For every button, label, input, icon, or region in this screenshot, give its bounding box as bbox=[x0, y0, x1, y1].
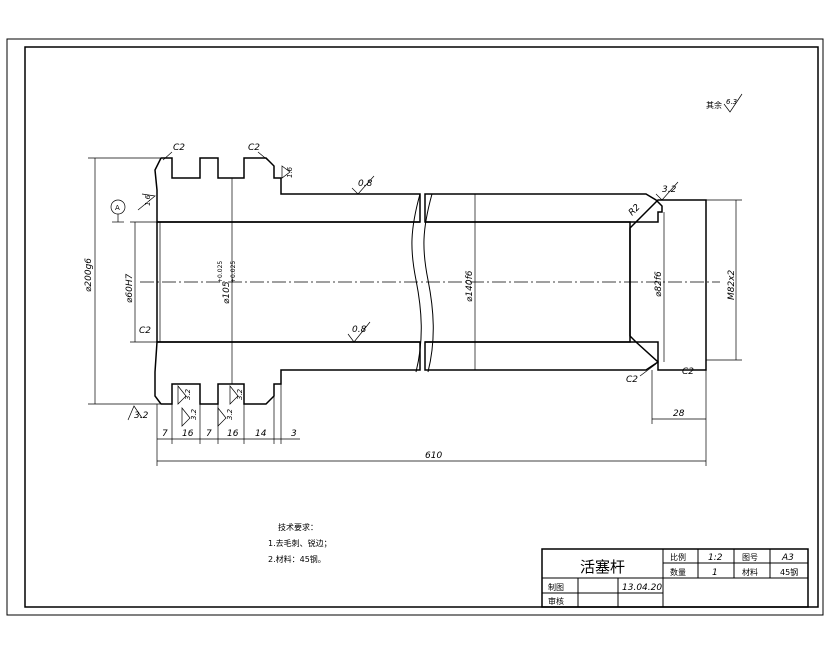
dim-seg-7b: 7 bbox=[206, 429, 212, 439]
notes-heading: 技术要求： bbox=[278, 522, 318, 532]
notes-line-2: 2.材料：45钢。 bbox=[268, 554, 326, 564]
head-section-lower bbox=[154, 341, 421, 405]
roughness-head-bottom-left: 3.2 bbox=[134, 411, 149, 421]
datum-label: A bbox=[115, 204, 120, 212]
roughness-end-top: 3.2 bbox=[662, 185, 677, 195]
roughness-rod-top: 0.8 bbox=[358, 179, 373, 189]
dim-rod-dia: ⌀140f6 bbox=[465, 270, 475, 302]
qty-label: 数量 bbox=[670, 567, 686, 577]
roughness-head-left: 1.6 bbox=[144, 194, 152, 206]
drawing-no-label: 图号 bbox=[742, 553, 758, 562]
notes-line-1: 1.去毛刺、锐边； bbox=[268, 538, 332, 548]
dim-seg-16b: 16 bbox=[227, 429, 239, 439]
scale-label: 比例 bbox=[670, 552, 686, 562]
roughness-groove-2: 3.2 bbox=[190, 408, 198, 420]
end-section bbox=[629, 199, 707, 371]
dim-thread: M82x2 bbox=[727, 269, 737, 300]
roughness-rod-bottom-symbol bbox=[347, 321, 371, 343]
roughness-head-bottom-left-symbol bbox=[127, 405, 143, 421]
checked-label: 审核 bbox=[548, 596, 564, 606]
rod-section-upper-right bbox=[424, 193, 663, 223]
roughness-head-left-symbol bbox=[137, 193, 156, 211]
chamfer-c2-top-right: C2 bbox=[248, 143, 260, 153]
dim-groove-tol-lower: +0.025 bbox=[230, 261, 237, 283]
chamfer-leader-top-right bbox=[257, 151, 271, 163]
title-block bbox=[541, 548, 809, 608]
material-value: 45钢 bbox=[780, 567, 798, 577]
outer-border bbox=[6, 38, 824, 616]
break-line-right bbox=[423, 193, 434, 373]
roughness-general-value: 6.3 bbox=[726, 98, 737, 106]
chamfer-r2: R2 bbox=[627, 202, 643, 218]
dim-seg-3: 3 bbox=[291, 429, 297, 439]
dim-bore-dia: ⌀60H7 bbox=[125, 273, 135, 303]
chamfer-leader-top-left bbox=[162, 151, 173, 161]
chamfer-c2-bore: C2 bbox=[139, 326, 151, 336]
drawn-date: 13.04.20 bbox=[622, 583, 662, 593]
material-label: 材料 bbox=[742, 567, 758, 577]
roughness-groove-3-symbol bbox=[217, 407, 227, 427]
dim-seg-14: 14 bbox=[255, 429, 267, 439]
dim-seg-7a: 7 bbox=[162, 429, 168, 439]
roughness-groove-2-symbol bbox=[181, 407, 191, 427]
dim-end-dia: ⌀82f6 bbox=[654, 271, 664, 297]
dim-len-28: 28 bbox=[673, 409, 685, 419]
drawn-label: 制图 bbox=[548, 582, 564, 592]
dim-head-dia: ⌀200g6 bbox=[84, 258, 94, 292]
inner-border bbox=[24, 46, 819, 608]
head-section-upper bbox=[154, 157, 421, 223]
qty-value: 1 bbox=[712, 568, 718, 578]
roughness-groove-1: 3.2 bbox=[184, 388, 192, 400]
roughness-head-top-right-symbol bbox=[281, 165, 291, 179]
chamfer-c2-end-left: C2 bbox=[626, 375, 638, 385]
roughness-groove-4: 3.2 bbox=[236, 388, 244, 400]
dim-overall-length: 610 bbox=[425, 451, 442, 461]
chamfer-c2-end-right: C2 bbox=[682, 367, 694, 377]
roughness-groove-4-symbol bbox=[229, 385, 239, 405]
roughness-general-symbol bbox=[723, 93, 743, 113]
dim-groove-dia: ⌀105 bbox=[222, 281, 232, 304]
chamfer-leader-end-left bbox=[639, 363, 657, 377]
part-name: 活塞杆 bbox=[580, 558, 625, 576]
scale-value: 1:2 bbox=[708, 553, 723, 563]
dim-seg-16a: 16 bbox=[182, 429, 194, 439]
break-line-left bbox=[411, 193, 422, 373]
rod-section-lower-right bbox=[424, 341, 659, 371]
roughness-rod-top-symbol bbox=[351, 175, 375, 195]
roughness-end-top-symbol bbox=[655, 181, 679, 201]
chamfer-c2-top-left: C2 bbox=[173, 143, 185, 153]
roughness-rod-bottom: 0.8 bbox=[352, 325, 367, 335]
roughness-groove-3: 3.2 bbox=[226, 408, 234, 420]
dim-groove-tol-upper: +0.025 bbox=[217, 261, 224, 283]
roughness-groove-1-symbol bbox=[177, 385, 187, 405]
roughness-general-label: 其余 bbox=[706, 100, 722, 110]
drawing-no-value: A3 bbox=[781, 553, 794, 563]
